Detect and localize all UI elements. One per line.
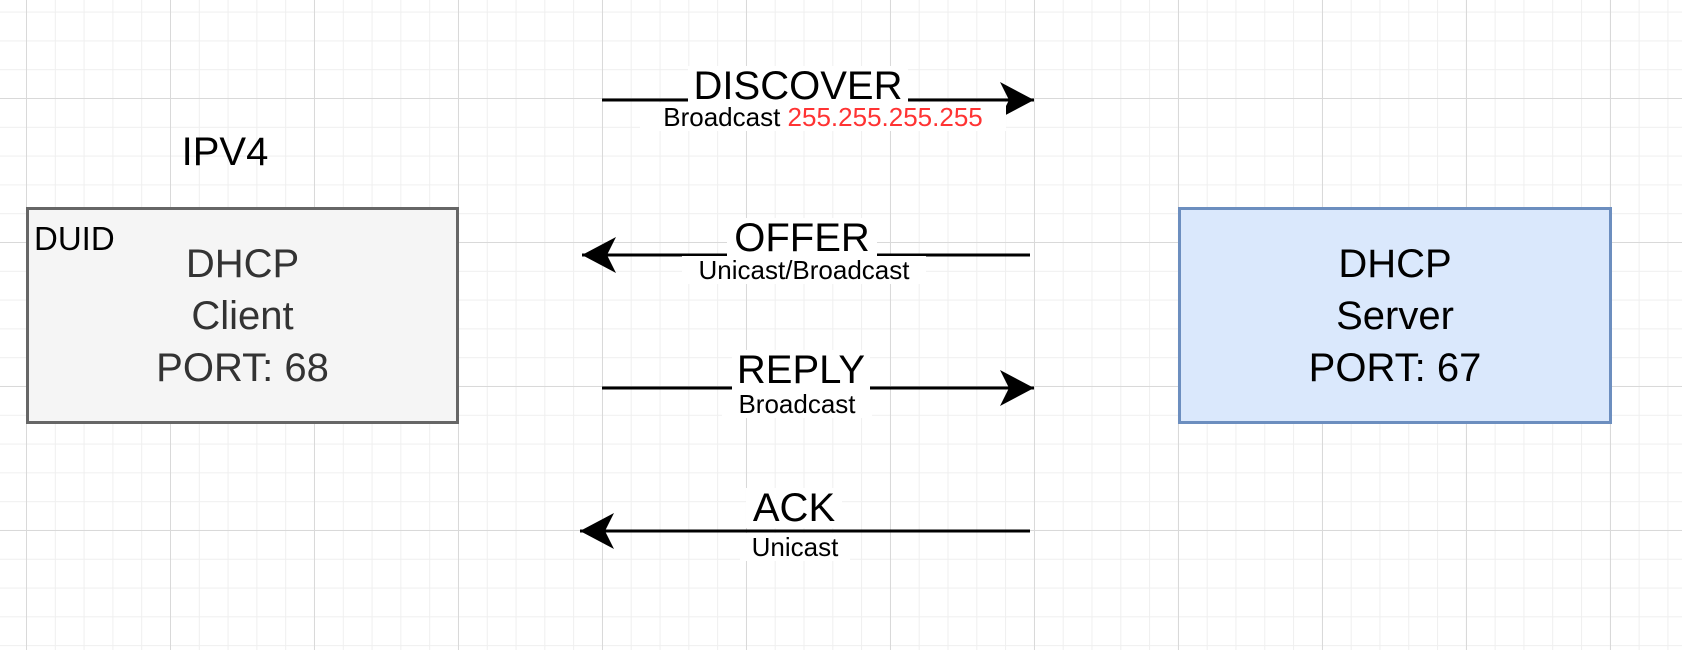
reply-sub-label: Broadcast bbox=[722, 390, 872, 418]
diagram-title: IPV4 bbox=[181, 130, 269, 174]
ack-label: ACK bbox=[746, 488, 842, 528]
reply-label: REPLY bbox=[732, 350, 870, 390]
discover-sub-label: Broadcast 255.255.255.255 bbox=[640, 103, 1006, 131]
server-line-2: Server bbox=[1336, 293, 1454, 338]
client-duid-label: DUID bbox=[34, 220, 115, 257]
client-line-1: DHCP bbox=[185, 241, 300, 286]
dhcp-server-node[interactable]: DHCP Server PORT: 67 bbox=[1178, 207, 1612, 424]
discover-sub-text: Broadcast bbox=[663, 102, 781, 132]
client-line-2: Client bbox=[191, 293, 294, 338]
server-line-1: DHCP bbox=[1338, 241, 1452, 286]
discover-label: DISCOVER bbox=[688, 66, 908, 106]
offer-label: OFFER bbox=[727, 218, 877, 258]
ack-sub-label: Unicast bbox=[740, 533, 850, 561]
broadcast-address: 255.255.255.255 bbox=[787, 102, 983, 132]
client-line-3: PORT: 68 bbox=[156, 345, 329, 390]
dhcp-client-node[interactable]: DHCP Client PORT: 68 bbox=[26, 207, 459, 424]
offer-sub-label: Unicast/Broadcast bbox=[682, 256, 926, 284]
server-line-3: PORT: 67 bbox=[1308, 345, 1482, 390]
